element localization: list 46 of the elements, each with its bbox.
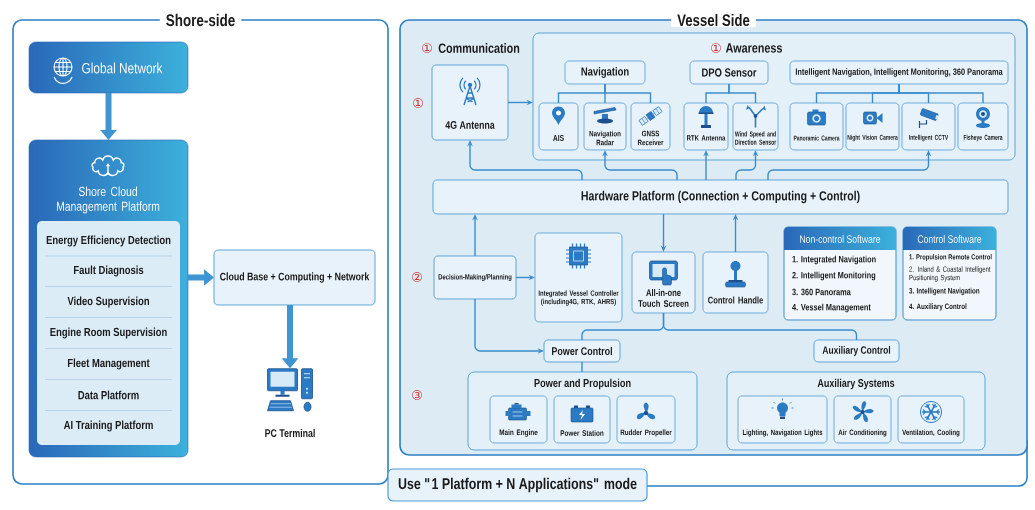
connector-line <box>728 83 757 104</box>
device-box: 4G Antenna <box>431 64 509 141</box>
arrow <box>467 140 583 181</box>
group-title: Awareness <box>725 43 782 53</box>
connector-line <box>581 361 583 373</box>
group-title: Power and Propulsion <box>534 378 631 390</box>
header-box: Global Network <box>28 41 189 94</box>
circled-number: ① <box>711 43 721 53</box>
list-item: 3. 360 Panorama <box>792 288 851 296</box>
list-item: Fault Diagnosis <box>74 265 144 277</box>
panel-title: Shore Cloud Management Platform <box>57 186 160 214</box>
device-box: AIS <box>538 102 579 151</box>
list-item: Engine Room Supervision <box>50 327 167 339</box>
arrow <box>472 214 478 257</box>
section-title: Vessel Side <box>671 12 756 28</box>
list-item: AI Training Platform <box>63 420 153 432</box>
circled-number: ③ <box>412 390 422 400</box>
card-header: Control Software <box>917 235 982 243</box>
list-item: 2. Intelligent Monitoring <box>792 271 876 281</box>
platform-bar: Hardware Platform (Connection + Computing + Control) <box>432 179 1009 215</box>
list-item: Fleet Management <box>67 358 150 370</box>
list-item: Video Supervision <box>67 296 149 308</box>
card-header: Non-control Software <box>800 235 881 243</box>
section-heading: Communication <box>438 43 520 53</box>
section-title: Shore-side <box>159 12 242 28</box>
process-box: Power Control <box>543 339 621 363</box>
category-box: DPO Sensor <box>689 60 769 85</box>
circled-number: ② <box>412 272 422 282</box>
list-item: 4. Vessel Management <box>792 303 871 313</box>
connector-line <box>662 312 858 341</box>
category-box: Intelligent Navigation, Intelligent Monitoring, 360 Panorama <box>789 60 1009 85</box>
group-title: Auxiliary Systems <box>817 378 895 390</box>
connector-line <box>898 83 984 104</box>
device-box: Control Handle <box>702 251 769 314</box>
list-item: Data Platform <box>78 390 139 400</box>
list-item: Energy Efficiency Detection <box>46 235 171 247</box>
circled-number: ① <box>422 43 432 53</box>
category-box: Navigation <box>564 60 646 85</box>
connector-line <box>604 83 652 104</box>
arrow <box>602 150 678 181</box>
process-box: Auxiliary Control <box>813 339 900 363</box>
caption-text: PC Terminal <box>265 428 315 438</box>
list-item: 1. Integrated Navigation <box>792 255 876 265</box>
process-box: Cloud Base + Computing + Network <box>213 249 376 306</box>
mode-banner: Use "1 Platform + N Applications" mode <box>387 468 648 502</box>
arrow <box>703 150 709 181</box>
